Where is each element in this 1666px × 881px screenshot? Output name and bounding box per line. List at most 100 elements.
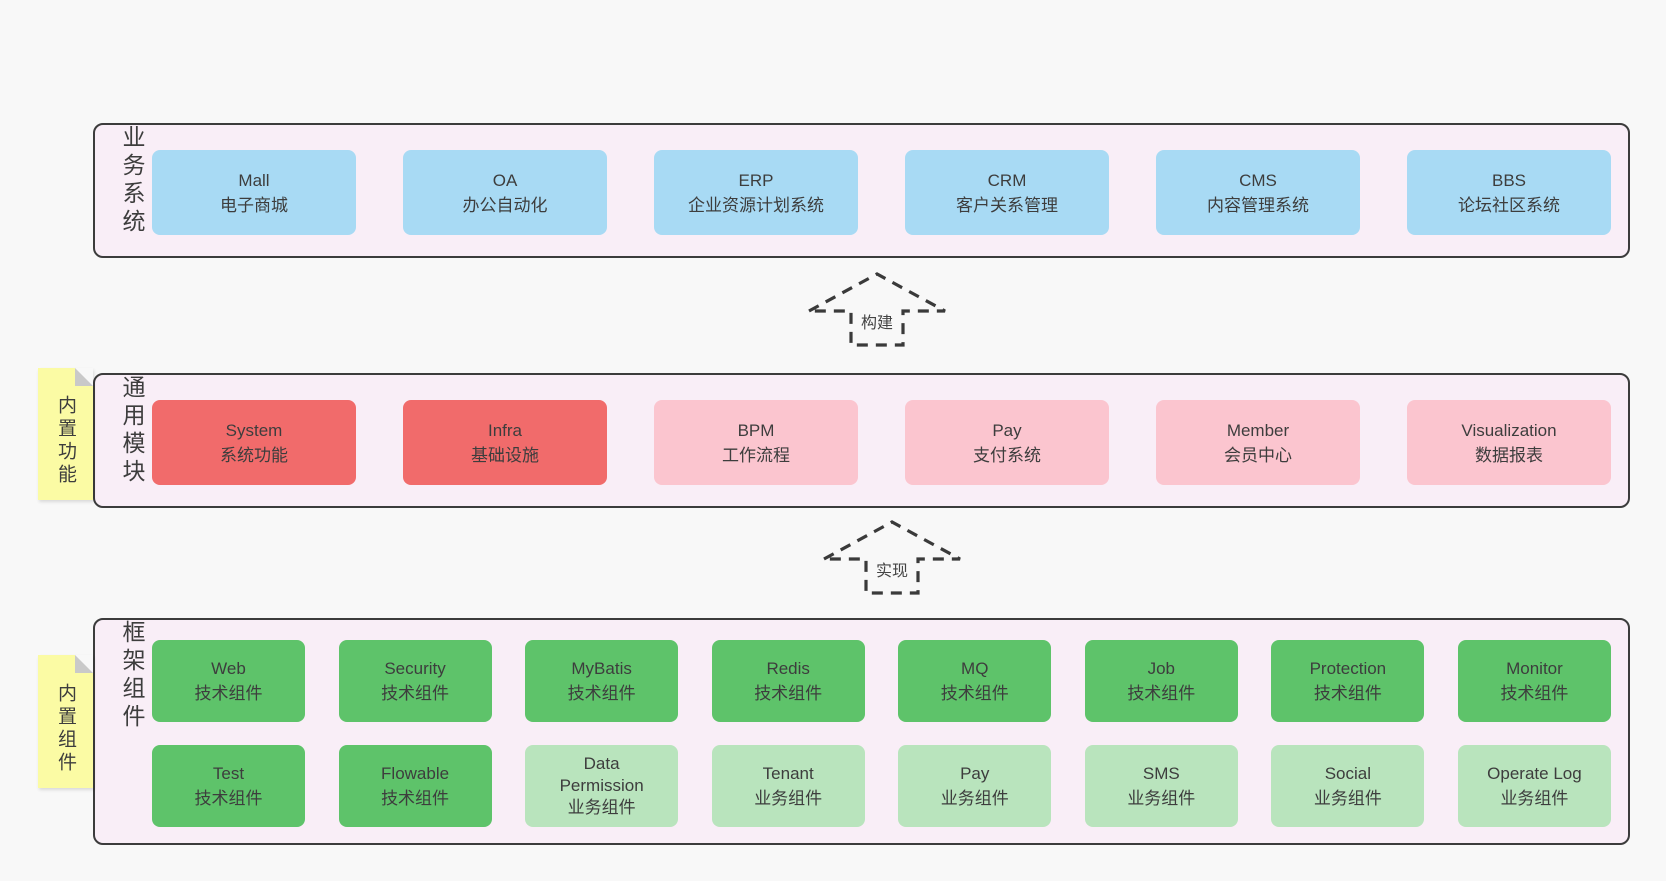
system-box-bbs: BBS 论坛社区系统 (1407, 150, 1611, 235)
system-box-mall: Mall 电子商城 (152, 150, 356, 235)
box-subtitle: 支付系统 (973, 445, 1041, 465)
box-title: MyBatis (571, 659, 632, 678)
box-subtitle: 业务组件 (1127, 789, 1196, 808)
box-subtitle: 技术组件 (381, 789, 450, 808)
component-box-tenant: Tenant 业务组件 (711, 745, 865, 827)
box-title: SMS (1142, 764, 1180, 783)
box-title: Job (1147, 659, 1176, 678)
box-subtitle: 技术组件 (194, 684, 263, 703)
box-title: MQ (961, 659, 989, 678)
implement-arrow-label: 实现 (872, 557, 912, 581)
built-in-functions-note-label: 内置功能 (55, 395, 76, 487)
built-in-functions-note: 内置功能 (38, 368, 93, 500)
box-title: Data Permission (559, 754, 644, 795)
box-title: Security (384, 659, 446, 678)
box-title: Tenant (762, 764, 814, 783)
component-box-redis: Redis 技术组件 (711, 640, 865, 722)
implement-arrow: 实现 (822, 519, 962, 595)
business-systems-side-label: 业务系统 (119, 125, 145, 237)
box-title: Member (1226, 420, 1290, 440)
box-subtitle: 技术组件 (754, 684, 823, 703)
box-subtitle: 数据报表 (1475, 445, 1543, 465)
box-title: Pay (992, 420, 1022, 440)
box-title: System (225, 420, 283, 440)
box-subtitle: 技术组件 (567, 684, 636, 703)
box-subtitle: 论坛社区系统 (1458, 195, 1560, 215)
component-box-web: Web 技术组件 (152, 640, 305, 722)
box-title: CMS (1239, 170, 1277, 190)
framework-components-panel: 框架组件 Web 技术组件 Security 技术组件 MyBatis 技术组件… (93, 618, 1630, 845)
module-box-visualization: Visualization 数据报表 (1407, 400, 1611, 485)
common-modules-box-row: System 系统功能 Infra 基础设施 BPM 工作流程 Pay 支付系统… (152, 400, 1611, 485)
component-box-data-permission: Data Permission 业务组件 (525, 745, 679, 827)
box-subtitle: 技术组件 (1313, 684, 1382, 703)
component-box-operate-log: Operate Log 业务组件 (1457, 745, 1611, 827)
common-modules-panel: 通用模块 System 系统功能 Infra 基础设施 BPM 工作流程 Pay… (93, 373, 1630, 508)
build-arrow: 构建 (807, 271, 947, 347)
box-subtitle: 会员中心 (1224, 445, 1292, 465)
system-box-cms: CMS 内容管理系统 (1156, 150, 1360, 235)
framework-components-row-1: Web 技术组件 Security 技术组件 MyBatis 技术组件 Redi… (152, 640, 1611, 722)
box-subtitle: 客户关系管理 (956, 195, 1058, 215)
box-subtitle: 系统功能 (220, 445, 288, 465)
box-title: Operate Log (1487, 764, 1582, 783)
component-box-job: Job 技术组件 (1084, 640, 1238, 722)
box-subtitle: 电子商城 (220, 195, 288, 215)
box-title: BBS (1491, 170, 1527, 190)
box-subtitle: 技术组件 (1500, 684, 1569, 703)
box-title: Web (211, 659, 246, 678)
box-title: Infra (487, 420, 523, 440)
box-title: ERP (738, 170, 774, 190)
business-systems-panel: 业务系统 Mall 电子商城 OA 办公自动化 ERP 企业资源计划系统 CRM… (93, 123, 1630, 258)
box-title: Redis (766, 659, 810, 678)
box-subtitle: 业务组件 (567, 798, 636, 817)
box-title: Pay (960, 764, 990, 783)
box-subtitle: 业务组件 (1500, 789, 1569, 808)
box-subtitle: 办公自动化 (462, 195, 548, 215)
box-title: Test (212, 764, 245, 783)
component-box-flowable: Flowable 技术组件 (338, 745, 492, 827)
dashed-up-arrow-icon (808, 272, 946, 347)
box-subtitle: 工作流程 (722, 445, 790, 465)
box-subtitle: 内容管理系统 (1207, 195, 1309, 215)
component-box-test: Test 技术组件 (152, 745, 305, 827)
component-box-sms: SMS 业务组件 (1084, 745, 1238, 827)
component-box-security: Security 技术组件 (338, 640, 492, 722)
box-subtitle: 技术组件 (381, 684, 450, 703)
box-subtitle: 业务组件 (754, 789, 823, 808)
build-arrow-label: 构建 (857, 309, 897, 333)
box-title: Social (1324, 764, 1372, 783)
component-box-protection: Protection 技术组件 (1271, 640, 1425, 722)
system-box-oa: OA 办公自动化 (403, 150, 607, 235)
business-systems-box-row: Mall 电子商城 OA 办公自动化 ERP 企业资源计划系统 CRM 客户关系… (152, 150, 1611, 235)
component-box-monitor: Monitor 技术组件 (1457, 640, 1611, 722)
module-box-system: System 系统功能 (152, 400, 356, 485)
box-subtitle: 基础设施 (471, 445, 539, 465)
system-box-erp: ERP 企业资源计划系统 (654, 150, 858, 235)
box-title: Mall (238, 170, 270, 190)
box-subtitle: 企业资源计划系统 (688, 195, 824, 215)
component-box-social: Social 业务组件 (1271, 745, 1425, 827)
box-title: CRM (987, 170, 1027, 190)
module-box-bpm: BPM 工作流程 (654, 400, 858, 485)
dashed-up-arrow-icon (823, 520, 961, 595)
box-subtitle: 技术组件 (1127, 684, 1196, 703)
box-subtitle: 业务组件 (940, 789, 1009, 808)
box-subtitle: 技术组件 (194, 789, 263, 808)
module-box-member: Member 会员中心 (1156, 400, 1360, 485)
box-title: Flowable (381, 764, 450, 783)
framework-components-row-2: Test 技术组件 Flowable 技术组件 Data Permission … (152, 745, 1611, 827)
built-in-components-note-label: 内置组件 (55, 682, 76, 775)
module-box-infra: Infra 基础设施 (403, 400, 607, 485)
module-box-pay: Pay 支付系统 (905, 400, 1109, 485)
box-title: Protection (1309, 659, 1387, 678)
common-modules-side-label: 通用模块 (119, 375, 145, 487)
box-subtitle: 技术组件 (940, 684, 1009, 703)
box-title: BPM (737, 420, 775, 440)
box-title: Monitor (1506, 659, 1563, 678)
system-box-crm: CRM 客户关系管理 (905, 150, 1109, 235)
box-subtitle: 业务组件 (1313, 789, 1382, 808)
component-box-mybatis: MyBatis 技术组件 (525, 640, 679, 722)
box-title: Visualization (1461, 420, 1557, 440)
